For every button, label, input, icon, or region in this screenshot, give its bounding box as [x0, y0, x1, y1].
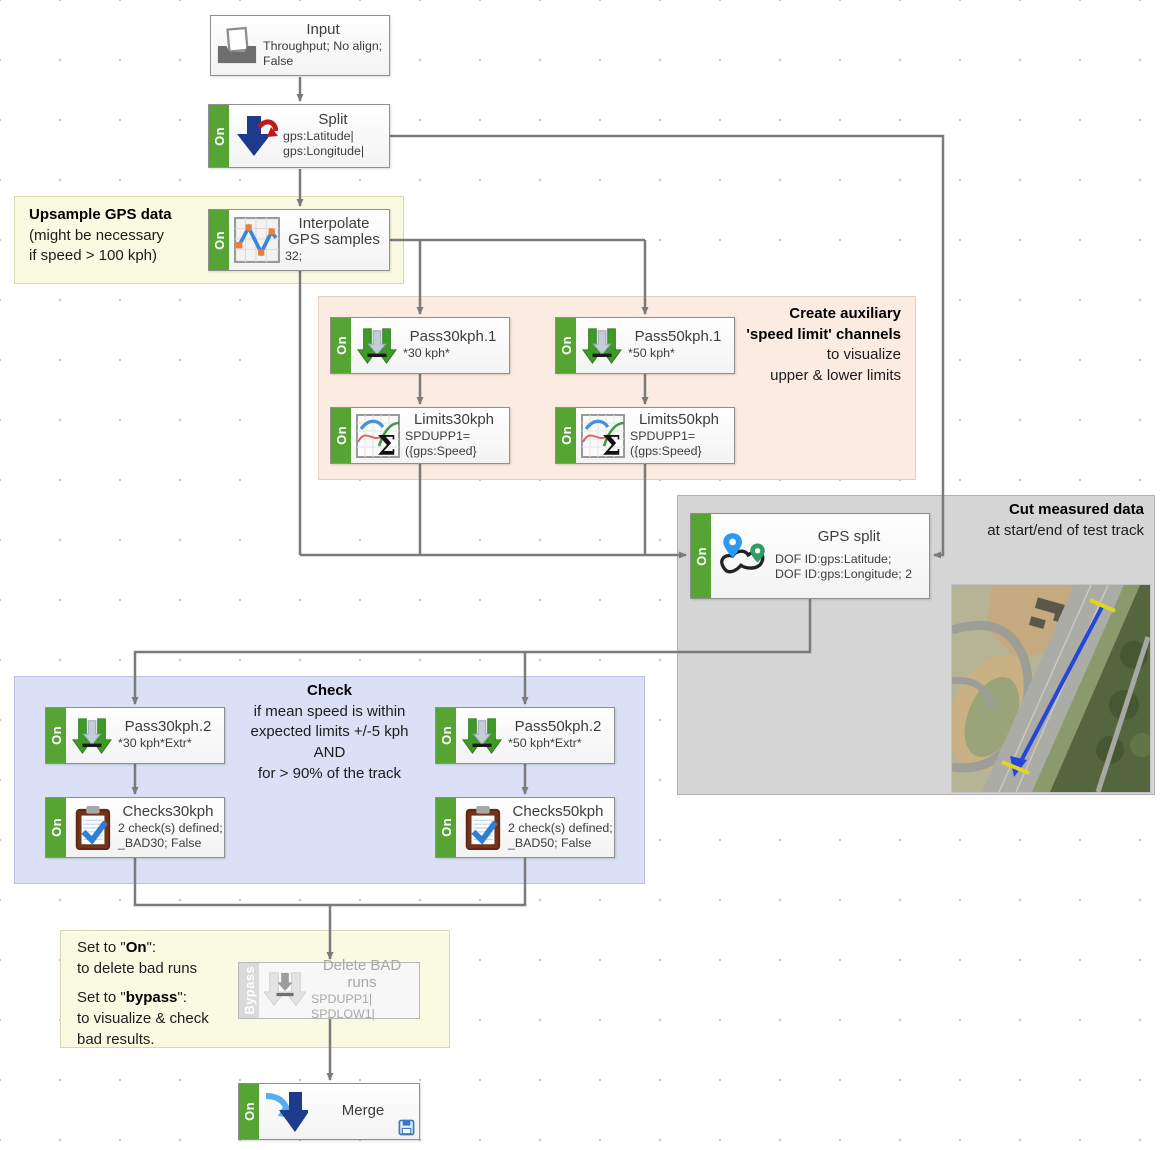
- node-title: Pass50kph.2: [514, 718, 602, 736]
- node-title: Checks30kph: [122, 802, 214, 820]
- pass-filter-icon: [461, 715, 503, 757]
- node-state-badge: On: [46, 708, 66, 763]
- node-state-badge: On: [691, 514, 711, 598]
- node-state-badge: On: [436, 798, 456, 857]
- node-gps-split[interactable]: On GPS split DOF ID:gps:Latitude; DOF ID…: [690, 513, 930, 599]
- node-subtitle: _BAD50; False: [508, 835, 592, 850]
- node-checks50kph[interactable]: On Checks50kph 2 check(s) defined; _BAD5…: [435, 797, 615, 858]
- formula-sigma-icon: Σ: [356, 413, 400, 458]
- node-interpolate-gps[interactable]: On Interpolate GPS samples 32;: [208, 209, 390, 271]
- checklist-icon: [461, 805, 503, 851]
- pass-filter-icon: [71, 715, 113, 757]
- node-title: Interpolate GPS samples: [288, 214, 380, 249]
- node-subtitle: SPDUPP1=: [405, 428, 471, 443]
- note-line: (might be necessary: [29, 226, 165, 244]
- note-line: Set to "On":: [77, 939, 157, 956]
- note-title: Create auxiliary: [789, 305, 901, 322]
- node-limits30kph[interactable]: On Σ Limits30kph SPDUPP1= ({gps:Speed}: [330, 407, 510, 464]
- node-subtitle: *50 kph*Extr*: [508, 736, 582, 751]
- node-subtitle: gps:Latitude|: [283, 129, 354, 144]
- node-pass50kph-2[interactable]: On Pass50kph.2 *50 kph*Extr*: [435, 707, 615, 764]
- delete-runs-icon: [264, 971, 306, 1011]
- note-line: expected limits +/-5 kph: [250, 723, 409, 741]
- save-icon[interactable]: [398, 1119, 415, 1136]
- note-title: 'speed limit' channels: [746, 325, 901, 343]
- note-line: upper & lower limits: [770, 367, 901, 385]
- node-state-badge: On: [239, 1084, 259, 1139]
- node-state-badge: On: [209, 105, 229, 167]
- node-title: Pass50kph.1: [634, 328, 722, 346]
- pass-filter-icon: [356, 325, 398, 367]
- node-subtitle: 2 check(s) defined;: [118, 820, 223, 835]
- node-state-badge: Bypass: [239, 963, 259, 1018]
- interpolate-chart-icon: [234, 217, 280, 263]
- node-delete-bad-runs[interactable]: Bypass Delete BAD runs SPDUPP1| SPDLOW1|: [238, 958, 420, 1022]
- note-line: if mean speed is within: [253, 702, 406, 720]
- node-state-badge: On: [556, 318, 576, 373]
- node-subtitle: 32;: [285, 249, 303, 264]
- note-line: bad results.: [77, 1030, 155, 1048]
- node-merge[interactable]: On Merge: [238, 1083, 420, 1140]
- pass-filter-icon: [581, 325, 623, 367]
- node-title: Merge: [341, 1102, 385, 1120]
- node-state-badge: On: [209, 210, 229, 270]
- node-title: GPS split: [817, 528, 881, 546]
- node-state-badge: On: [556, 408, 576, 463]
- note-line: AND: [313, 744, 346, 762]
- node-subtitle: False: [263, 53, 294, 68]
- node-state-badge: On: [331, 408, 351, 463]
- node-subtitle: 2 check(s) defined;: [508, 820, 613, 835]
- note-line: to visualize & check: [77, 1010, 209, 1028]
- node-subtitle: *30 kph*: [403, 346, 450, 361]
- svg-text:Σ: Σ: [602, 431, 621, 458]
- merge-arrows-icon: [264, 1090, 308, 1134]
- split-arrows-icon: [234, 114, 278, 158]
- checklist-icon: [71, 805, 113, 851]
- node-subtitle: DOF ID:gps:Latitude;: [775, 552, 892, 567]
- note-line: to visualize: [826, 346, 901, 364]
- note-title: Check: [306, 682, 353, 699]
- node-title: Delete BAD runs: [322, 957, 402, 992]
- note-line: for > 90% of the track: [258, 764, 401, 782]
- node-subtitle: DOF ID:gps:Longitude; 2: [775, 567, 913, 582]
- node-limits50kph[interactable]: On Σ Limits50kph SPDUPP1= ({gps:Speed}: [555, 407, 735, 464]
- node-title: Checks50kph: [512, 802, 604, 820]
- node-state-badge: On: [46, 798, 66, 857]
- node-subtitle: SPDUPP1=: [630, 428, 696, 443]
- node-subtitle: Throughput; No align;: [263, 38, 383, 53]
- note-line: to delete bad runs: [77, 959, 198, 977]
- node-pass50kph-1[interactable]: On Pass50kph.1 *50 kph*: [555, 317, 735, 374]
- node-pass30kph-1[interactable]: On Pass30kph.1 *30 kph*: [330, 317, 510, 374]
- node-subtitle: SPDLOW1|: [311, 1007, 375, 1022]
- node-title: Input: [306, 20, 340, 38]
- svg-text:Σ: Σ: [377, 431, 396, 458]
- node-subtitle: gps:Longitude|: [283, 144, 365, 159]
- formula-sigma-icon: Σ: [581, 413, 625, 458]
- note-line: if speed > 100 kph): [29, 247, 158, 265]
- node-subtitle: ({gps:Speed}: [630, 443, 702, 458]
- node-title: Limits50kph: [638, 410, 720, 428]
- node-state-badge: On: [436, 708, 456, 763]
- gps-track-icon: [716, 531, 770, 581]
- node-checks30kph[interactable]: On Checks30kph 2 check(s) defined; _BAD3…: [45, 797, 225, 858]
- test-track-aerial-image: [949, 584, 1154, 793]
- node-split[interactable]: On Split gps:Latitude| gps:Longitude|: [208, 104, 390, 168]
- node-subtitle: _BAD30; False: [118, 835, 202, 850]
- node-subtitle: ({gps:Speed}: [405, 443, 477, 458]
- node-title: Limits30kph: [413, 410, 495, 428]
- node-subtitle: SPDUPP1|: [311, 991, 373, 1006]
- note-title: Cut measured data: [1008, 501, 1144, 518]
- node-title: Pass30kph.1: [409, 328, 497, 346]
- node-input[interactable]: Input Throughput; No align; False: [210, 15, 390, 76]
- inbox-icon: [216, 26, 258, 66]
- node-subtitle: *30 kph*Extr*: [118, 736, 192, 751]
- note-title: Upsample GPS data: [29, 206, 172, 223]
- node-pass30kph-2[interactable]: On Pass30kph.2 *30 kph*Extr*: [45, 707, 225, 764]
- node-subtitle: *50 kph*: [628, 346, 675, 361]
- node-title: Pass30kph.2: [124, 718, 212, 736]
- node-title: Split: [318, 111, 348, 129]
- node-state-badge: On: [331, 318, 351, 373]
- note-line: Set to "bypass":: [77, 989, 187, 1007]
- note-line: at start/end of test track: [987, 521, 1144, 539]
